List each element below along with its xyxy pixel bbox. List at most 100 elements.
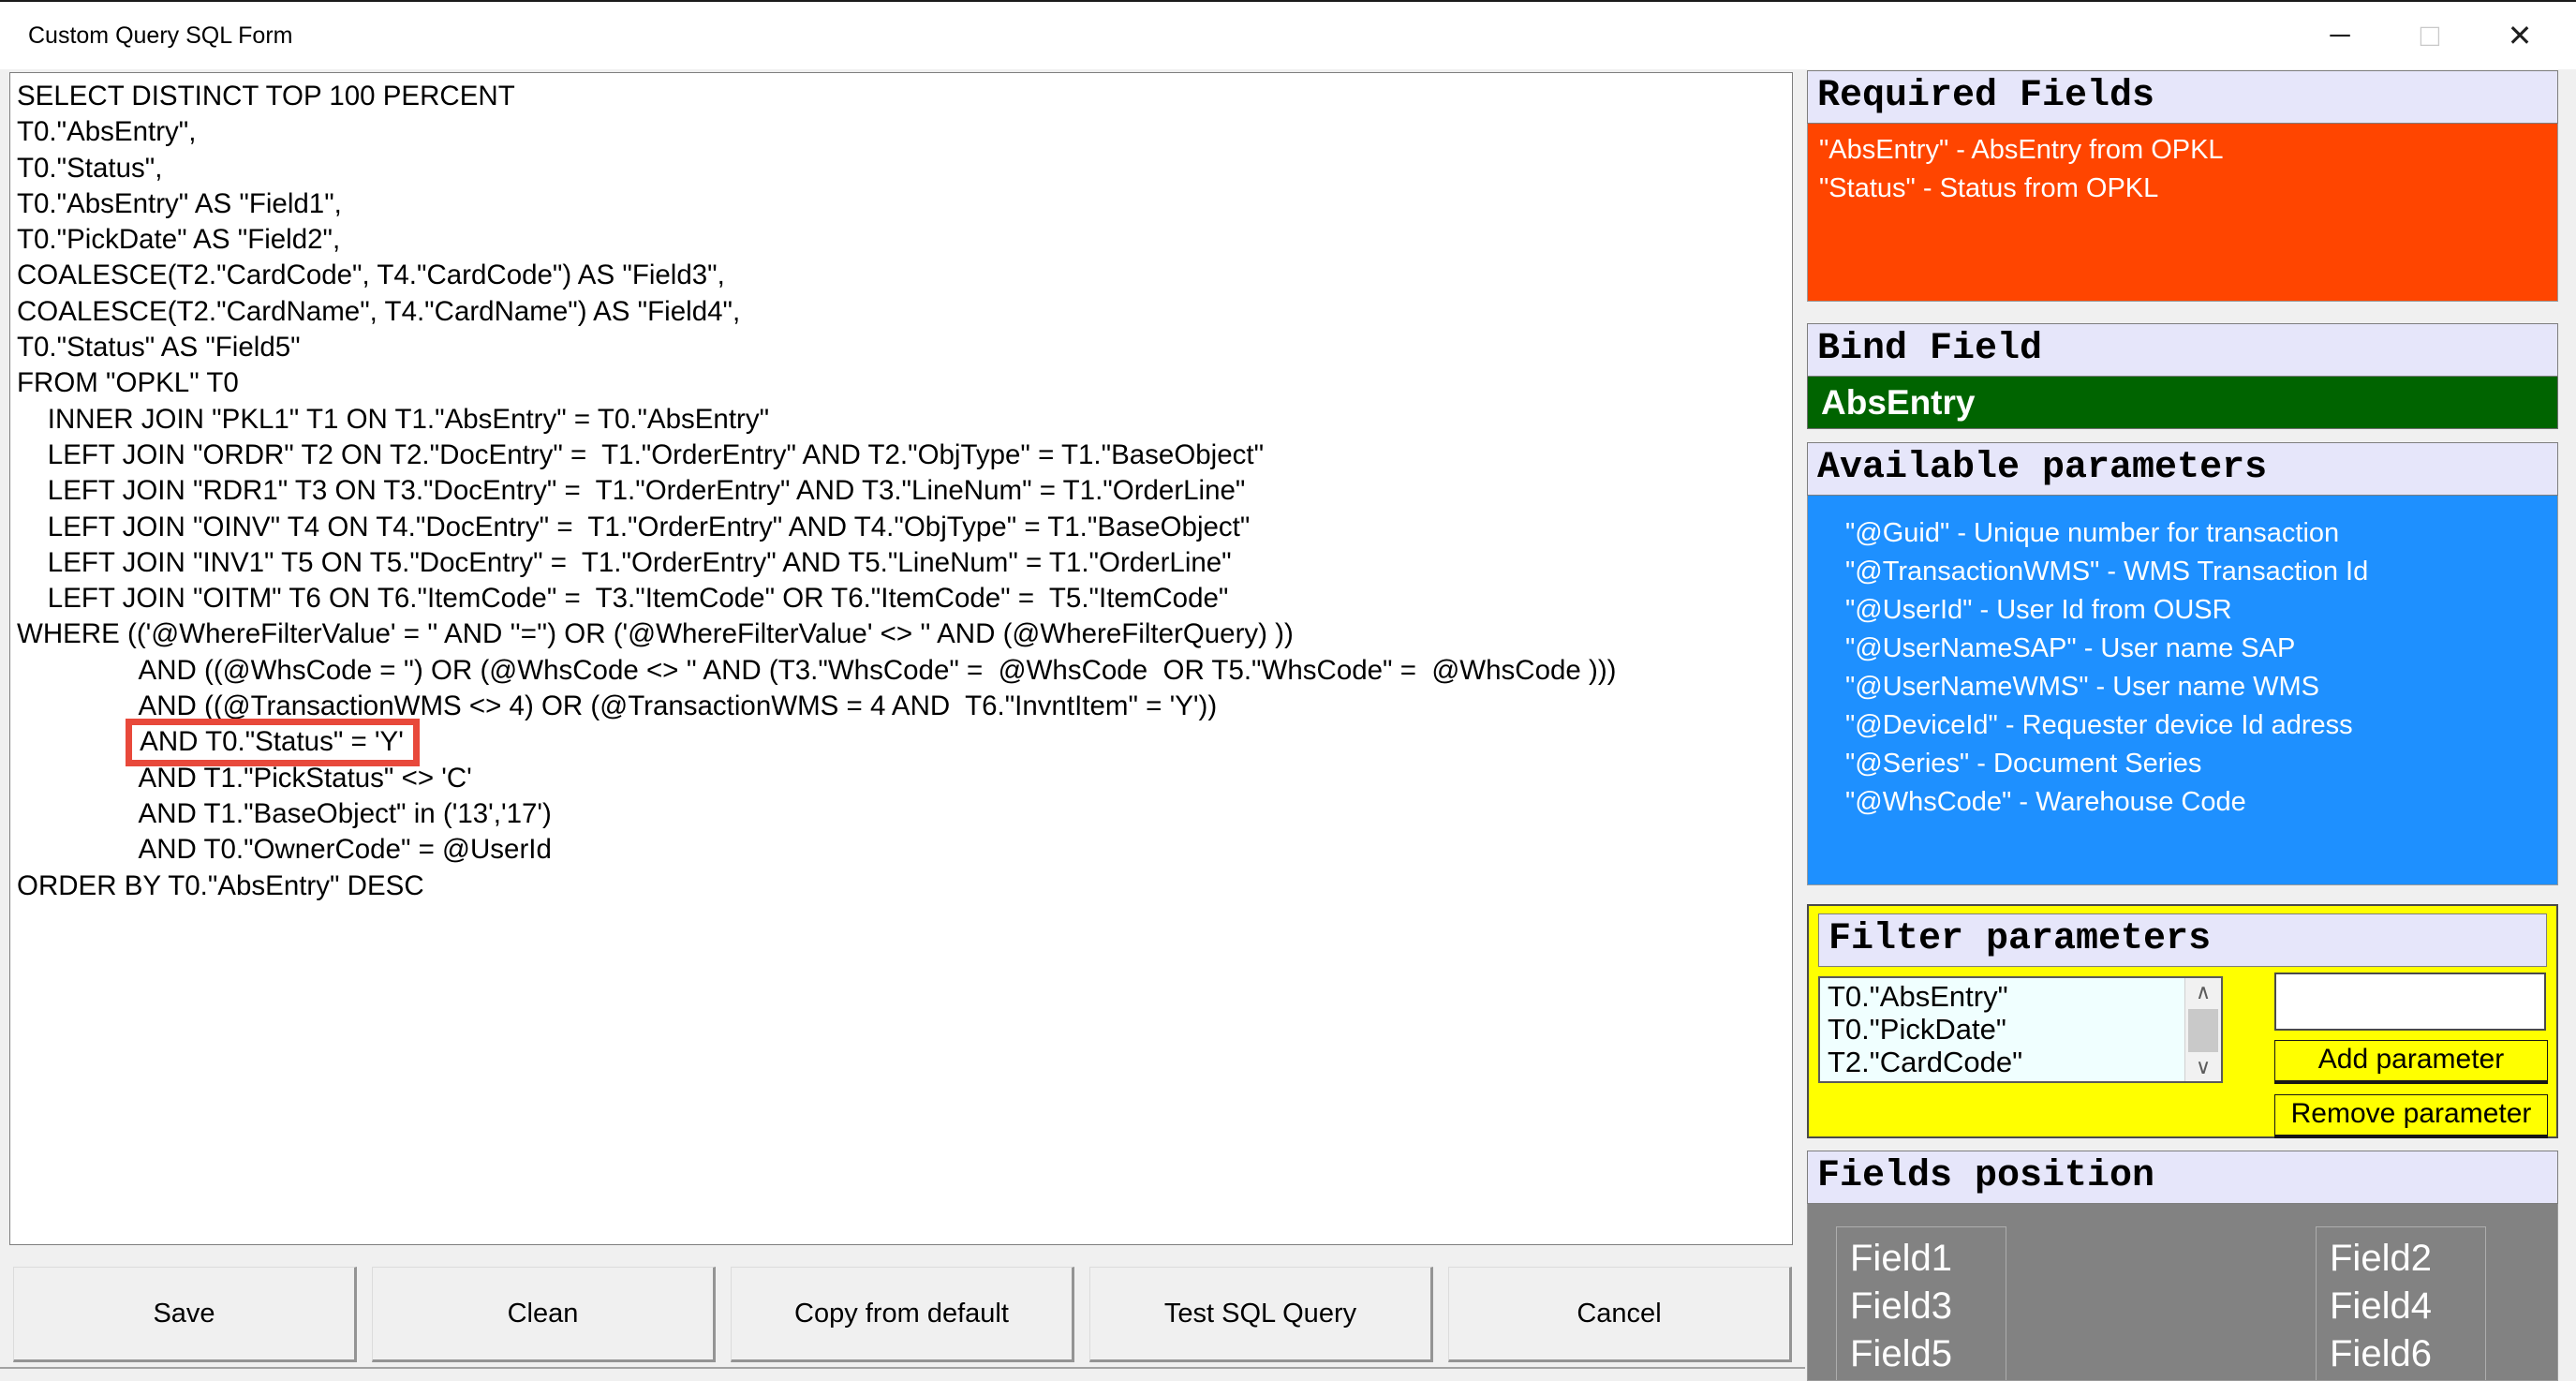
window-title: Custom Query SQL Form <box>28 22 293 49</box>
sql-line-text: LEFT JOIN "ORDR" T2 ON T2."DocEntry" = T… <box>47 438 1265 470</box>
sql-line: T0."Status", <box>17 151 1788 186</box>
available-parameter-item: "@DeviceId" - Requester device Id adress <box>1845 710 2353 740</box>
filter-parameter-item[interactable]: T0."PickDate" <box>1828 1013 2006 1046</box>
field-label[interactable]: Field4 <box>2330 1285 2432 1327</box>
filter-parameter-item[interactable]: T0."AbsEntry" <box>1828 980 2008 1013</box>
minimize-button[interactable]: ─ <box>2295 2 2385 69</box>
close-button[interactable]: ✕ <box>2475 2 2565 69</box>
footer-button[interactable]: Cancel <box>1448 1267 1792 1362</box>
sql-line-indent <box>17 763 139 794</box>
sql-line: T0."AbsEntry" AS "Field1", <box>17 186 1788 222</box>
sql-line: AND T0."OwnerCode" = @UserId <box>17 832 1788 868</box>
chevron-up-icon: ∧ <box>2195 980 2212 1003</box>
sql-line: SELECT DISTINCT TOP 100 PERCENT <box>17 79 1788 114</box>
available-parameters-list: "@Guid" - Unique number for transaction "… <box>1807 496 2558 885</box>
filter-parameters-listbox[interactable]: T0."AbsEntry"T0."PickDate"T2."CardCode" … <box>1818 976 2223 1083</box>
sql-line: LEFT JOIN "OINV" T4 ON T4."DocEntry" = T… <box>17 510 1788 545</box>
sql-line: LEFT JOIN "INV1" T5 ON T5."DocEntry" = T… <box>17 545 1788 581</box>
sql-line-indent <box>17 726 140 757</box>
sql-line-text: LEFT JOIN "INV1" T5 ON T5."DocEntry" = T… <box>47 546 1232 578</box>
field-label[interactable]: Field2 <box>2330 1238 2432 1279</box>
sql-line-text: T0."Status" AS "Field5" <box>17 332 301 364</box>
remove-parameter-button[interactable]: Remove parameter <box>2274 1094 2548 1138</box>
filter-parameters-items: T0."AbsEntry"T0."PickDate"T2."CardCode" <box>1820 978 2185 1081</box>
available-parameters-header: Available parameters <box>1807 442 2558 496</box>
footer-button[interactable]: Clean <box>372 1267 716 1362</box>
sql-line: FROM "OPKL" T0 <box>17 365 1788 401</box>
sql-line-text: AND T0."Status" = 'Y' <box>126 719 420 767</box>
sql-line: T0."PickDate" AS "Field2", <box>17 222 1788 258</box>
close-icon: ✕ <box>2507 19 2533 52</box>
sql-line: AND ((@WhsCode = '') OR (@WhsCode <> '' … <box>17 653 1788 689</box>
scroll-down-button[interactable]: ∨ <box>2185 1053 2221 1081</box>
sql-line: LEFT JOIN "ORDR" T2 ON T2."DocEntry" = T… <box>17 438 1788 473</box>
window-bottom-edge <box>0 1367 1805 1369</box>
listbox-scrollbar[interactable]: ∧ ∨ <box>2184 978 2221 1081</box>
sql-line: T0."AbsEntry", <box>17 114 1788 150</box>
required-field-item: "AbsEntry" - AbsEntry from OPKL <box>1819 135 2224 165</box>
sql-line-indent <box>17 512 48 542</box>
required-fields-list: "AbsEntry" - AbsEntry from OPKL"Status" … <box>1807 124 2558 302</box>
bind-field-header: Bind Field <box>1807 323 2558 377</box>
filter-parameters-section: Filter parameters T0."AbsEntry"T0."PickD… <box>1807 904 2558 1138</box>
footer-button[interactable]: Test SQL Query <box>1089 1267 1433 1362</box>
sql-line-text: FROM "OPKL" T0 <box>17 367 239 399</box>
sql-line: LEFT JOIN "OITM" T6 ON T6."ItemCode" = T… <box>17 581 1788 616</box>
sql-line-indent <box>17 475 48 506</box>
scrollbar-track[interactable] <box>2185 1006 2221 1053</box>
add-parameter-button[interactable]: Add parameter <box>2274 1040 2548 1084</box>
maximize-button[interactable]: □ <box>2385 2 2475 69</box>
available-parameter-item: "@UserNameSAP" - User name SAP <box>1845 633 2296 663</box>
sql-line-text: AND T1."PickStatus" <> 'C' <box>138 762 472 794</box>
field-label[interactable]: Field3 <box>1850 1285 1952 1327</box>
sql-line-text: T0."PickDate" AS "Field2", <box>17 224 341 256</box>
sql-line-text: LEFT JOIN "RDR1" T3 ON T3."DocEntry" = T… <box>47 475 1246 507</box>
chevron-down-icon: ∨ <box>2195 1055 2212 1078</box>
sql-line-text: AND ((@WhsCode = '') OR (@WhsCode <> '' … <box>138 654 1617 686</box>
window-controls: ─ □ ✕ <box>2295 2 2565 69</box>
filter-parameters-header: Filter parameters <box>1818 913 2547 967</box>
sql-line-indent <box>17 547 48 578</box>
available-parameter-item: "@TransactionWMS" - WMS Transaction Id <box>1845 557 2369 587</box>
filter-parameter-item[interactable]: T2."CardCode" <box>1828 1046 2023 1078</box>
parameter-input[interactable] <box>2274 973 2546 1031</box>
sql-line: COALESCE(T2."CardName", T4."CardName") A… <box>17 294 1788 330</box>
sql-line-text: LEFT JOIN "OITM" T6 ON T6."ItemCode" = T… <box>47 583 1229 615</box>
field-label[interactable]: Field5 <box>1850 1333 1952 1374</box>
scroll-up-button[interactable]: ∧ <box>2185 978 2221 1006</box>
sql-line: AND T1."BaseObject" in ('13','17') <box>17 796 1788 832</box>
sql-line-text: LEFT JOIN "OINV" T4 ON T4."DocEntry" = T… <box>47 511 1251 542</box>
sql-line-text: WHERE (('@WhereFilterValue' = '' AND ''=… <box>17 618 1294 650</box>
sql-line-indent <box>17 798 139 829</box>
field-label[interactable]: Field6 <box>2330 1333 2432 1374</box>
scrollbar-thumb[interactable] <box>2188 1009 2218 1052</box>
sql-line-text: T0."AbsEntry", <box>17 116 197 148</box>
sql-line-indent <box>17 690 139 721</box>
available-parameter-item: "@UserId" - User Id from OUSR <box>1845 595 2232 625</box>
footer-button[interactable]: Save <box>13 1267 357 1362</box>
sql-line: AND T0."Status" = 'Y' <box>17 719 1788 767</box>
sql-line-text: COALESCE(T2."CardCode", T4."CardCode") A… <box>17 260 725 291</box>
field-label[interactable]: Field1 <box>1850 1238 1952 1279</box>
sql-line-indent <box>17 655 139 686</box>
title-bar: Custom Query SQL Form ─ □ ✕ <box>0 0 2576 69</box>
sql-line-indent <box>17 404 48 435</box>
footer-button[interactable]: Copy from default <box>731 1267 1074 1362</box>
sql-line-text: AND ((@TransactionWMS <> 4) OR (@Transac… <box>138 690 1218 722</box>
minimize-icon: ─ <box>2330 20 2350 51</box>
available-parameter-item: "@UserNameWMS" - User name WMS <box>1845 672 2320 702</box>
sql-line-indent <box>17 834 139 865</box>
sql-line: AND ((@TransactionWMS <> 4) OR (@Transac… <box>17 689 1788 724</box>
sql-line: T0."Status" AS "Field5" <box>17 330 1788 365</box>
sql-line: LEFT JOIN "RDR1" T3 ON T3."DocEntry" = T… <box>17 473 1788 509</box>
sql-line-indent <box>17 583 48 614</box>
required-fields-header: Required Fields <box>1807 70 2558 124</box>
sql-line-text: ORDER BY T0."AbsEntry" DESC <box>17 869 424 901</box>
available-parameter-item: "@Guid" - Unique number for transaction <box>1845 518 2340 548</box>
